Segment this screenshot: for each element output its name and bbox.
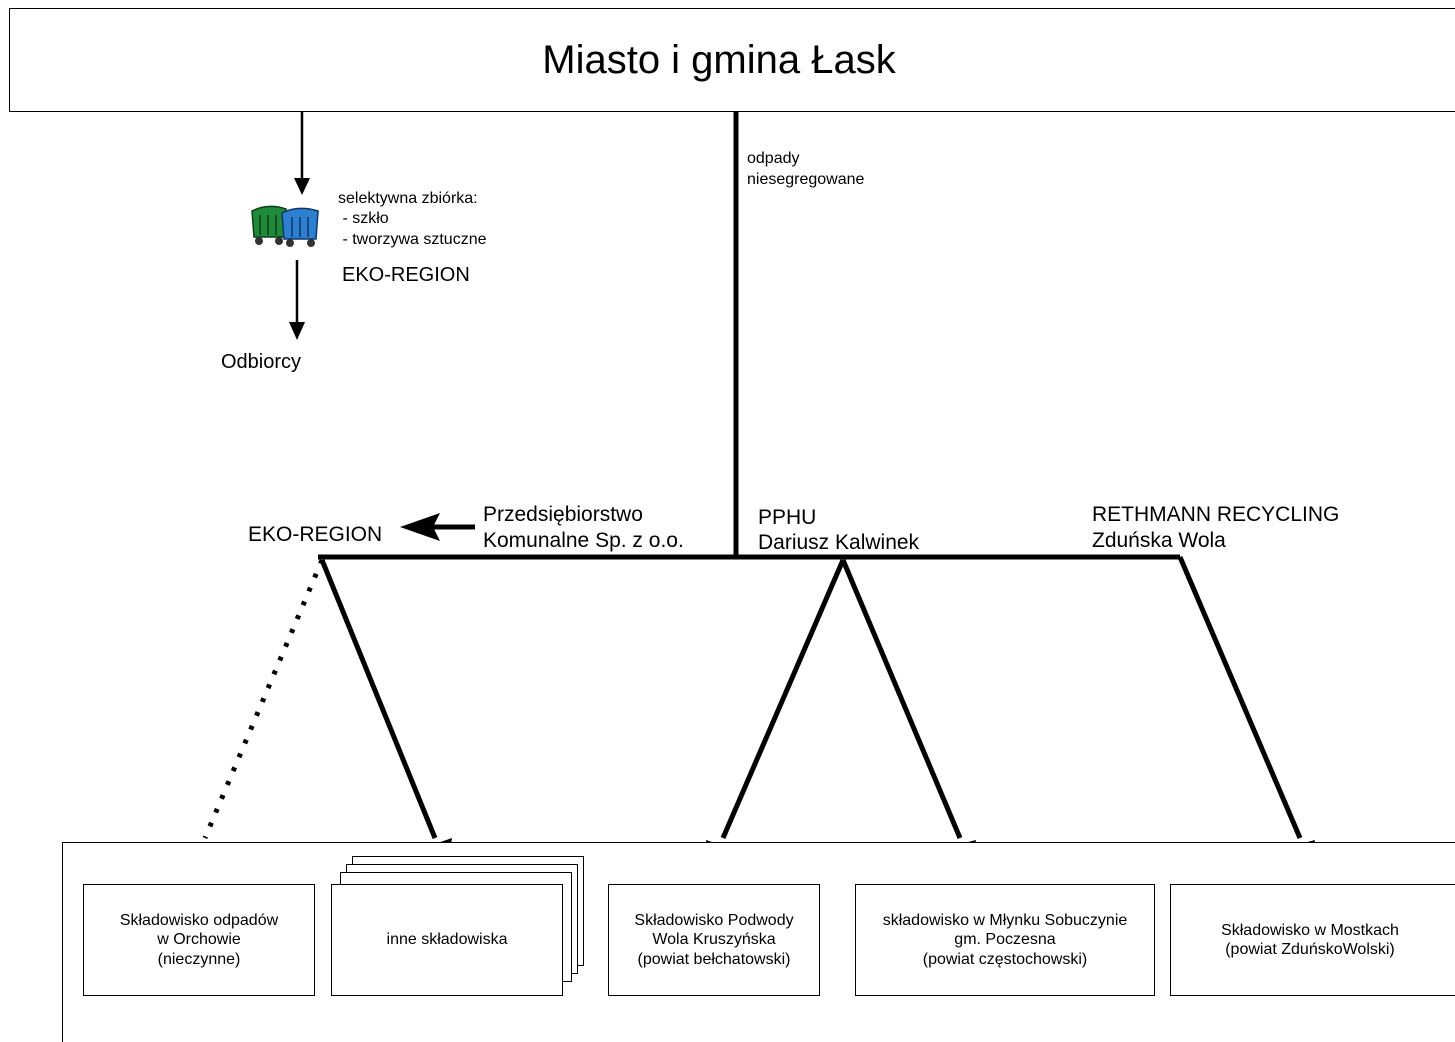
landfill-podwody-line-3: (powiat bełchatowski) bbox=[637, 950, 791, 968]
pk-label-1: Przedsiębiorstwo bbox=[483, 503, 643, 526]
blue-bin-icon bbox=[281, 207, 319, 247]
arrow-to-bins-head bbox=[294, 178, 310, 195]
landfill-mlynek-line-1: składowisko w Młynku Sobuczynie bbox=[882, 912, 1128, 930]
rethmann-label-1: RETHMANN RECYCLING bbox=[1092, 503, 1340, 526]
line-to-other-landfills bbox=[319, 559, 438, 839]
line-to-mlynek bbox=[840, 559, 963, 839]
landfill-mlynek-line-3: (powiat częstochowski) bbox=[922, 950, 1088, 968]
line-to-podwody bbox=[720, 559, 846, 839]
landfill-others: inne składowiska bbox=[331, 884, 563, 996]
recipients-label: Odbiorcy bbox=[221, 351, 302, 373]
landfill-podwody: Składowisko Podwody Wola Kruszyńska (pow… bbox=[608, 884, 820, 996]
selective-item-glass: - szkło bbox=[338, 210, 389, 227]
page-title: Miasto i gmina Łask bbox=[542, 37, 896, 82]
landfill-orchow: Składowisko odpadów w Orchowie (nieczynn… bbox=[83, 884, 315, 996]
landfill-podwody-line-2: Wola Kruszyńska bbox=[652, 931, 776, 949]
waste-bins-icon bbox=[251, 205, 319, 247]
landfill-mlynek-line-2: gm. Poczesna bbox=[954, 931, 1056, 949]
line-to-mostki bbox=[1177, 556, 1303, 839]
landfill-others-line-1: inne składowiska bbox=[386, 931, 508, 949]
mixed-waste-label-2: niesegregowane bbox=[747, 171, 865, 188]
landfill-orchow-line-1: Składowisko odpadów bbox=[119, 912, 279, 930]
arrow-to-eko-region-head bbox=[400, 513, 440, 541]
arrow-to-recipients-head bbox=[289, 322, 305, 340]
rethmann-label-2: Zduńska Wola bbox=[1092, 529, 1226, 552]
landfill-mostki: Składowisko w Mostkach (powiat ZduńskoWo… bbox=[1170, 884, 1455, 996]
green-bin-icon bbox=[251, 205, 287, 245]
landfill-mostki-line-2: (powiat ZduńskoWolski) bbox=[1225, 941, 1395, 958]
selective-item-plastics: - tworzywa sztuczne bbox=[338, 231, 487, 248]
pk-label-2: Komunalne Sp. z o.o. bbox=[483, 529, 684, 552]
pphu-label-1: PPHU bbox=[758, 506, 817, 529]
mixed-waste-label-1: odpady bbox=[747, 150, 800, 167]
landfill-orchow-line-3: (nieczynne) bbox=[157, 950, 241, 968]
pphu-label-2: Dariusz Kalwinek bbox=[758, 531, 920, 554]
selective-operator: EKO-REGION bbox=[342, 264, 470, 286]
landfill-mostki-line-1: Składowisko w Mostkach bbox=[1221, 921, 1399, 939]
landfill-orchow-line-2: w Orchowie bbox=[157, 931, 241, 949]
dotted-to-orchow bbox=[202, 559, 325, 839]
title-box: Miasto i gmina Łask bbox=[9, 8, 1455, 112]
landfill-podwody-line-1: Składowisko Podwody bbox=[634, 912, 794, 930]
eko-region-label: EKO-REGION bbox=[248, 523, 383, 546]
landfill-mlynek: składowisko w Młynku Sobuczynie gm. Pocz… bbox=[855, 884, 1155, 996]
selective-collection-heading: selektywna zbiórka: bbox=[338, 190, 478, 207]
